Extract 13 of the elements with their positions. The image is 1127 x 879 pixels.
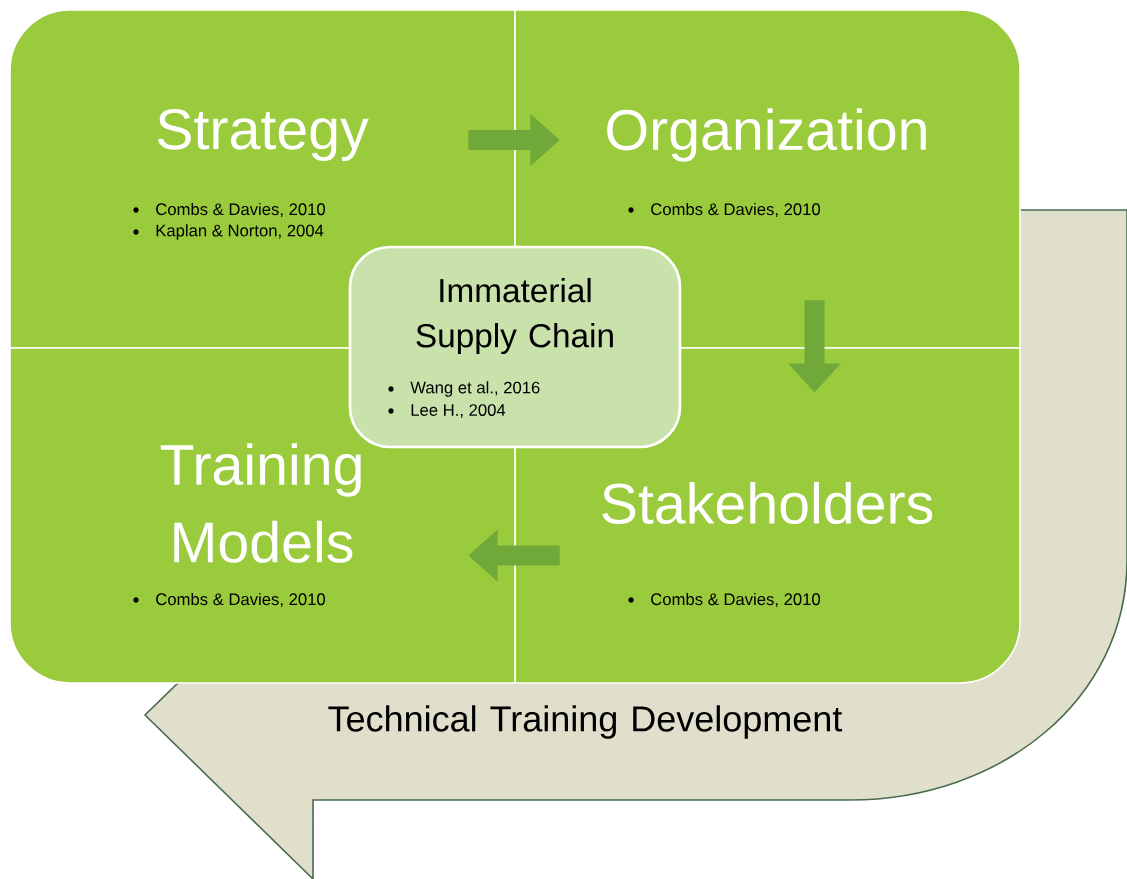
bullet-item: Kaplan & Norton, 2004	[133, 224, 324, 240]
bullet-item: Combs & Davies, 2010	[133, 592, 326, 608]
bullet-item: Lee H., 2004	[388, 404, 506, 418]
bullet-item: Wang et al., 2016	[388, 381, 540, 397]
bullet-item: Combs & Davies, 2010	[628, 202, 821, 218]
heading: Immaterial Supply Chain	[416, 277, 613, 355]
heading: Organization	[607, 108, 926, 162]
heading: Stakeholders	[602, 481, 933, 525]
heading: Strategy	[157, 109, 369, 161]
heading: Training Models	[160, 443, 361, 563]
heading: Technical Training Development	[328, 705, 843, 739]
bullet-item: Combs & Davies, 2010	[628, 592, 821, 608]
bullet-item: Combs & Davies, 2010	[133, 202, 326, 218]
